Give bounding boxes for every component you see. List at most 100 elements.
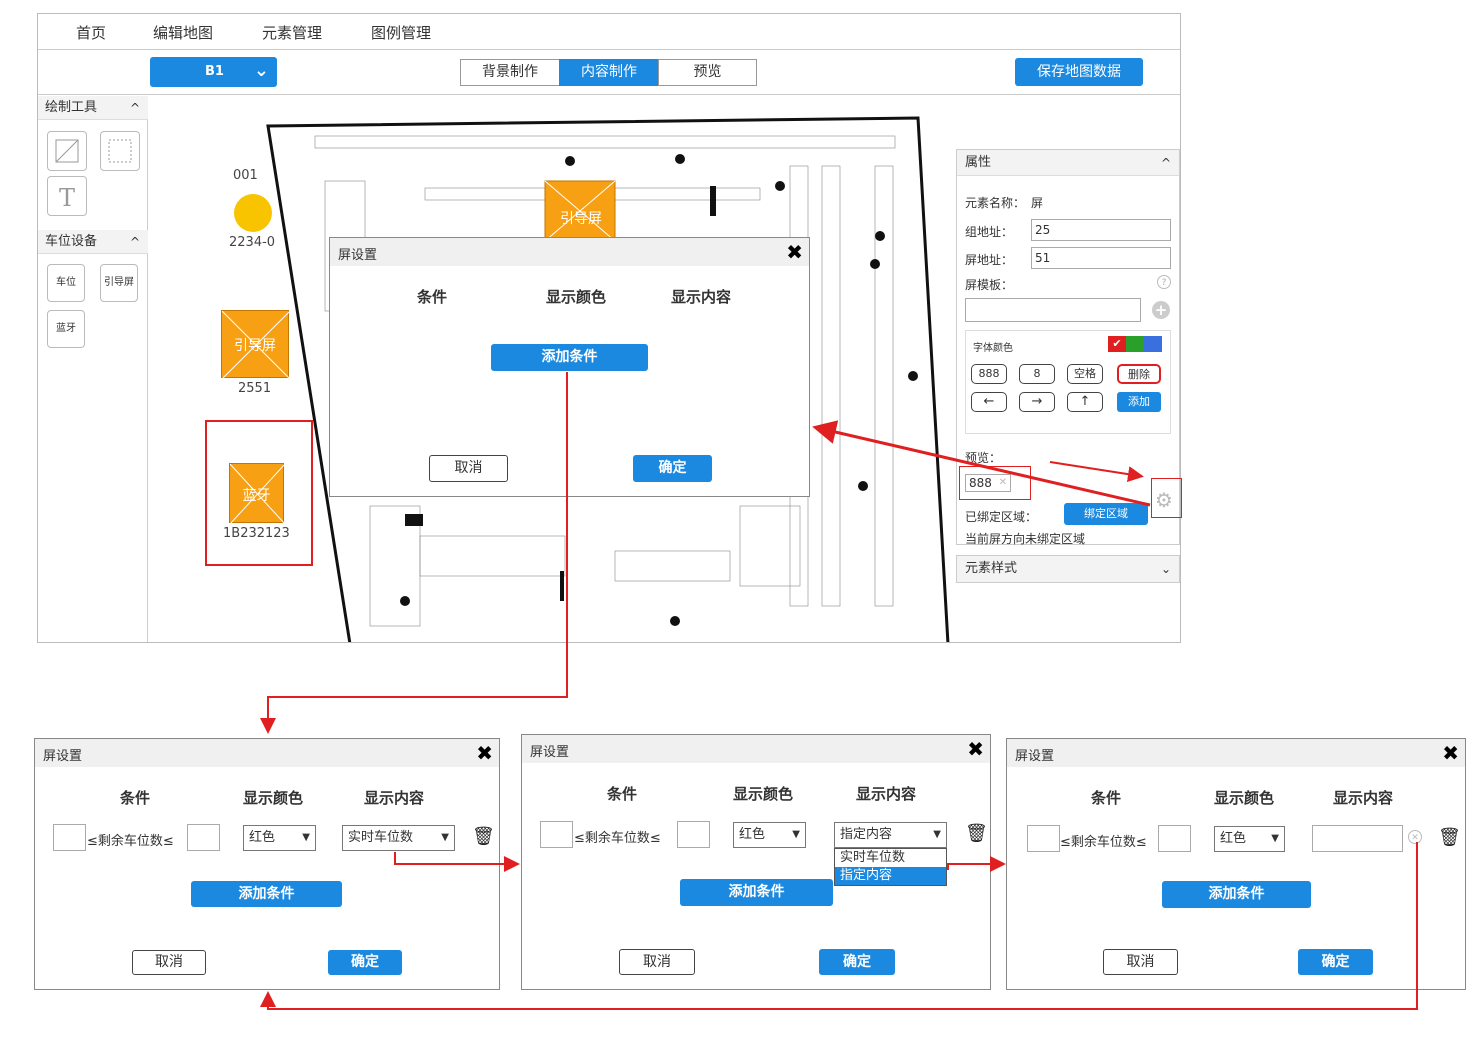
nav-edit-map[interactable]: 编辑地图	[153, 24, 214, 42]
element-name-value: 屏	[1031, 196, 1044, 210]
group-address-input[interactable]: 25	[1031, 219, 1171, 241]
min-value-input[interactable]	[1027, 825, 1060, 852]
max-value-input[interactable]	[1158, 825, 1191, 852]
device-guide-screen[interactable]: 引导屏	[100, 264, 138, 302]
close-icon[interactable]: ✖	[476, 741, 493, 765]
cancel-button[interactable]: 取消	[429, 455, 508, 482]
bluetooth-id: 1B232123	[223, 526, 290, 541]
toolbar	[38, 51, 1180, 95]
color-blue-swatch[interactable]	[1144, 336, 1162, 352]
screen-template-label: 屏模板：	[965, 278, 1014, 292]
element-style-title: 元素样式	[965, 561, 1018, 576]
content-select-value: 实时车位数	[348, 830, 414, 845]
parking-space-marker[interactable]	[234, 194, 272, 232]
add-condition-button[interactable]: 添加条件	[491, 344, 648, 371]
key-delete-button[interactable]: 删除	[1117, 364, 1161, 384]
close-icon[interactable]: ✖	[786, 240, 803, 264]
col-condition: 条件	[417, 288, 448, 306]
content-select[interactable]: 指定内容▼	[834, 822, 947, 848]
min-value-input[interactable]	[540, 821, 573, 848]
cancel-button[interactable]: 取消	[132, 950, 206, 975]
custom-content-input[interactable]	[1312, 825, 1403, 852]
device-bluetooth[interactable]: 蓝牙	[47, 310, 85, 348]
max-value-input[interactable]	[187, 824, 220, 851]
screen-address-input[interactable]: 51	[1031, 247, 1171, 269]
line-tool-icon	[55, 139, 79, 163]
color-select-value: 红色	[739, 827, 766, 842]
key-space-button[interactable]: 空格	[1067, 364, 1103, 384]
top-nav: 首页 编辑地图 元素管理 图例管理	[38, 14, 1180, 50]
arrow-up-button[interactable]: ↑	[1067, 392, 1103, 412]
bluetooth-marker[interactable]: 蓝牙	[229, 463, 285, 524]
properties-header[interactable]: 属性 ^	[957, 150, 1179, 176]
color-select[interactable]: 红色▼	[733, 822, 806, 848]
col-condition: 条件	[607, 785, 638, 803]
preview-label: 预览：	[965, 451, 1002, 465]
clear-icon[interactable]: ✕	[1408, 830, 1422, 844]
arrow-right-button[interactable]: →	[1019, 392, 1055, 412]
content-dropdown-list: 实时车位数 指定内容	[834, 848, 947, 886]
ok-button[interactable]: 确定	[1298, 949, 1373, 975]
range-text: ≤剩余车位数≤	[574, 831, 661, 846]
cancel-button[interactable]: 取消	[1103, 949, 1178, 975]
ok-button[interactable]: 确定	[328, 950, 402, 975]
tab-background[interactable]: 背景制作	[460, 59, 560, 86]
option-custom[interactable]: 指定内容	[835, 867, 946, 885]
element-style-header[interactable]: 元素样式 ⌄	[956, 555, 1180, 583]
clear-icon[interactable]: ✕	[998, 477, 1007, 488]
add-condition-button[interactable]: 添加条件	[191, 881, 342, 907]
add-key-button[interactable]: 添加	[1117, 392, 1161, 412]
max-value-input[interactable]	[677, 821, 710, 848]
col-color: 显示颜色	[1214, 789, 1275, 807]
dropdown-arrow-icon: ▼	[1271, 833, 1279, 844]
nav-legend-manage[interactable]: 图例管理	[371, 24, 432, 42]
preview-display: 888 ✕	[965, 474, 1011, 492]
properties-panel: 属性 ^ 元素名称： 屏 组地址： 25 屏地址： 51 屏模板： ? + 字体…	[956, 149, 1180, 546]
nav-element-manage[interactable]: 元素管理	[262, 24, 323, 42]
bind-area-button[interactable]: 绑定区域	[1064, 503, 1148, 525]
guide-screen-marker[interactable]: 引导屏	[221, 310, 290, 379]
screen-template-input[interactable]	[965, 298, 1141, 322]
text-tool[interactable]: T	[47, 176, 87, 216]
color-green-swatch[interactable]	[1126, 336, 1144, 352]
chevron-down-icon: ⌄	[253, 60, 269, 81]
min-value-input[interactable]	[53, 824, 86, 851]
ok-button[interactable]: 确定	[819, 949, 895, 975]
content-select[interactable]: 实时车位数▼	[342, 825, 455, 851]
draw-tools-title: 绘制工具	[45, 100, 98, 115]
color-select[interactable]: 红色▼	[1214, 826, 1285, 852]
close-icon[interactable]: ✖	[1442, 741, 1459, 765]
arrow-left-button[interactable]: ←	[971, 392, 1007, 412]
floor-select[interactable]: B1 ⌄	[150, 57, 277, 87]
gear-icon[interactable]: ⚙	[1155, 488, 1173, 512]
tab-content[interactable]: 内容制作	[559, 59, 659, 86]
save-map-button[interactable]: 保存地图数据	[1015, 58, 1143, 86]
dialog-title: 屏设置	[338, 248, 378, 263]
color-red-swatch[interactable]: ✔	[1108, 336, 1126, 352]
ok-button[interactable]: 确定	[633, 455, 712, 482]
add-template-icon[interactable]: +	[1152, 301, 1170, 319]
trash-icon[interactable]: 🗑	[1438, 827, 1461, 848]
range-text: ≤剩余车位数≤	[87, 834, 174, 849]
help-icon[interactable]: ?	[1157, 275, 1171, 289]
device-parking-space[interactable]: 车位	[47, 264, 85, 302]
line-tool[interactable]	[47, 131, 87, 171]
draw-tools-header[interactable]: 绘制工具 ^	[38, 96, 148, 120]
option-realtime[interactable]: 实时车位数	[840, 850, 906, 865]
color-select-value: 红色	[249, 830, 276, 845]
rect-tool[interactable]	[100, 131, 140, 171]
color-select[interactable]: 红色▼	[243, 825, 316, 851]
cancel-button[interactable]: 取消	[619, 949, 695, 975]
add-condition-button[interactable]: 添加条件	[680, 879, 833, 906]
tab-preview[interactable]: 预览	[658, 59, 757, 86]
col-content: 显示内容	[364, 789, 425, 807]
dialog-header: 屏设置 ✖	[522, 735, 990, 763]
nav-home[interactable]: 首页	[76, 24, 107, 42]
trash-icon[interactable]: 🗑	[472, 826, 495, 847]
key-888-button[interactable]: 888	[971, 364, 1007, 384]
close-icon[interactable]: ✖	[967, 737, 984, 761]
add-condition-button[interactable]: 添加条件	[1162, 881, 1311, 908]
key-8-button[interactable]: 8	[1019, 364, 1055, 384]
trash-icon[interactable]: 🗑	[965, 823, 988, 844]
parking-devices-header[interactable]: 车位设备 ^	[38, 230, 148, 254]
